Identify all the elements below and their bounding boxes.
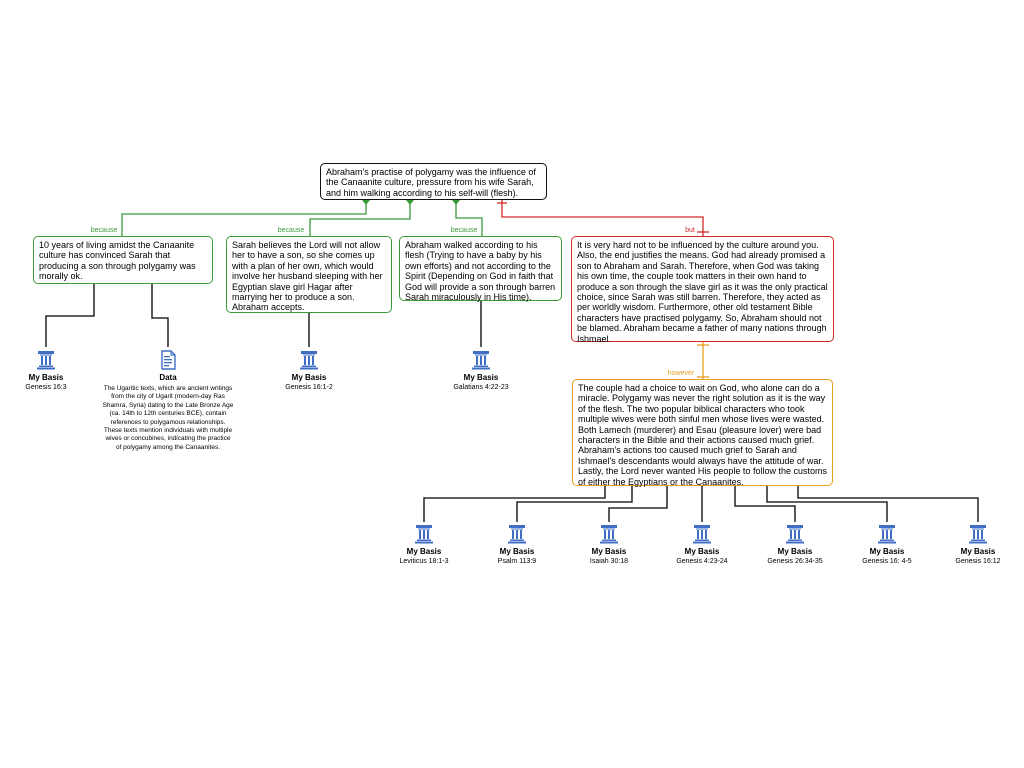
basis-title: My Basis [28,373,64,382]
basis-node[interactable]: My Basis Isaiah 30:18 [554,524,664,567]
basis-node[interactable]: My Basis Genesis 16: 4-5 [832,524,942,567]
basis-reference: Genesis 16:1-2 [285,384,333,391]
basis-reference: Genesis 16: 4-5 [862,558,912,565]
reason-box-1[interactable]: 10 years of living amidst the Canaanite … [33,236,213,284]
main-claim-box[interactable]: Abraham's practise of polygamy was the i… [320,163,547,200]
basis-node[interactable]: My Basis Genesis 26:34-35 [740,524,850,567]
data-description: The Ugaritic texts, which are ancient wr… [102,385,234,451]
basis-title: My Basis [591,547,627,556]
basis-reference: Psalm 113:9 [497,558,537,565]
basis-node[interactable]: My Basis Genesis 16:12 [933,524,1023,567]
relation-label-because: because [277,227,305,234]
basis-node[interactable]: My Basis Leviticus 18:1-3 [369,524,479,567]
basis-reference: Genesis 16:3 [25,384,67,391]
pillar-icon [600,525,618,544]
pillar-icon [508,525,526,544]
document-icon [161,350,176,370]
pillar-icon [300,351,318,370]
basis-reference: Genesis 16:12 [955,558,1001,565]
data-title: Data [159,373,177,382]
basis-title: My Basis [777,547,813,556]
basis-reference: Genesis 4:23-24 [676,558,728,565]
basis-reference: Leviticus 18:1-3 [399,558,449,565]
basis-node[interactable]: My Basis Genesis 16:3 [0,350,101,393]
basis-title: My Basis [869,547,905,556]
basis-node[interactable]: My Basis Psalm 113:9 [462,524,572,567]
pillar-icon [969,525,987,544]
pillar-icon [415,525,433,544]
basis-title: My Basis [463,373,499,382]
basis-reference: Genesis 26:34-35 [767,558,823,565]
basis-title: My Basis [684,547,720,556]
basis-title: My Basis [406,547,442,556]
basis-node[interactable]: My Basis Genesis 16:1-2 [254,350,364,393]
pillar-icon [37,351,55,370]
basis-title: My Basis [499,547,535,556]
data-node[interactable]: Data The Ugaritic texts, which are ancie… [102,350,234,452]
basis-reference: Isaiah 30:18 [589,558,629,565]
pillar-icon [786,525,804,544]
basis-reference: Galatians 4:22-23 [453,384,509,391]
relation-label-but: but [685,227,695,234]
basis-node[interactable]: My Basis Genesis 4:23-24 [647,524,757,567]
relation-label-however: however [667,370,695,377]
basis-title: My Basis [960,547,996,556]
rebuttal-box[interactable]: The couple had a choice to wait on God, … [572,379,833,487]
pillar-icon [693,525,711,544]
pillar-icon [878,525,896,544]
relation-label-because: because [450,227,478,234]
relation-label-because: because [90,227,118,234]
reason-box-3[interactable]: Abraham walked according to his flesh (T… [399,236,562,302]
basis-node[interactable]: My Basis Galatians 4:22-23 [426,350,536,393]
objection-box[interactable]: It is very hard not to be influenced by … [571,236,834,344]
reason-box-2[interactable]: Sarah believes the Lord will not allow h… [226,236,392,313]
basis-title: My Basis [291,373,327,382]
pillar-icon [472,351,490,370]
